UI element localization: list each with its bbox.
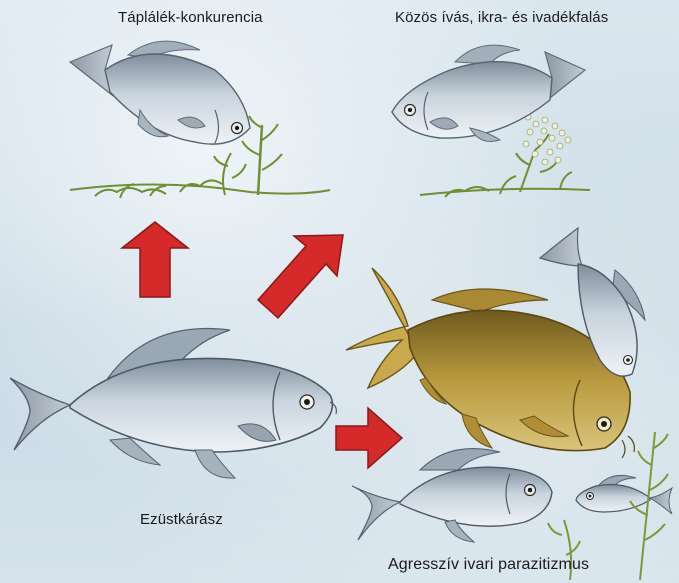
- arrow-right: [336, 408, 402, 468]
- label-species: Ezüstkárász: [140, 511, 223, 528]
- fish-food-competition: [70, 41, 250, 144]
- label-parasitism: Agresszív ivari parazitizmus: [388, 556, 589, 574]
- arrow-diagonal: [258, 235, 343, 318]
- fish-prussian-carp: [10, 329, 336, 479]
- fish-bottom-center: [352, 449, 552, 542]
- label-food-competition: Táplálék-konkurencia: [118, 9, 263, 26]
- arrow-up: [122, 222, 188, 297]
- fish-tiny-right: [576, 475, 672, 514]
- weed-top-right: [420, 134, 590, 197]
- label-spawning: Közös ívás, ikra- és ivadékfalás: [395, 9, 608, 26]
